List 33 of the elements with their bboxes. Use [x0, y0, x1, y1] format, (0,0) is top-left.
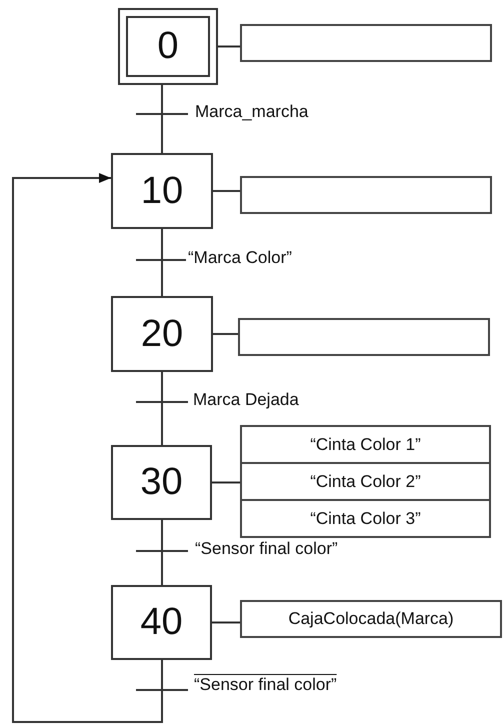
action-box — [240, 462, 491, 501]
step-number: 20 — [140, 312, 184, 356]
action-text: “Cinta Color 2” — [310, 472, 421, 492]
action-box — [240, 425, 491, 464]
connector-line — [213, 333, 238, 335]
connector-line — [212, 622, 240, 624]
step-box — [111, 585, 212, 660]
action-text: “Cinta Color 3” — [310, 508, 421, 528]
action-box — [240, 24, 492, 62]
initial-step-box — [118, 8, 218, 85]
step-box — [111, 153, 213, 229]
step-number: 40 — [140, 601, 183, 644]
step-number: 30 — [140, 461, 183, 504]
connector-line — [161, 229, 163, 296]
action-text: “Cinta Color 1” — [310, 434, 421, 454]
connector-line — [161, 520, 163, 585]
action-text: CajaColocada(Marca) — [288, 609, 454, 629]
action-box — [240, 600, 502, 638]
connector-line — [213, 190, 240, 192]
step-box — [111, 445, 212, 520]
connector-line — [161, 372, 163, 445]
step-box — [111, 296, 213, 372]
connector-line — [161, 85, 163, 153]
return-arrow — [12, 173, 163, 723]
edge-label: Marca_marcha — [193, 102, 310, 122]
connector-line — [212, 482, 240, 484]
step-number: 0 — [157, 25, 179, 68]
action-box — [240, 499, 491, 538]
edge-label: Marca Dejada — [191, 390, 301, 410]
step-number: 10 — [140, 170, 184, 212]
action-box — [240, 176, 492, 214]
connector-line — [218, 46, 240, 48]
action-box — [238, 318, 490, 356]
